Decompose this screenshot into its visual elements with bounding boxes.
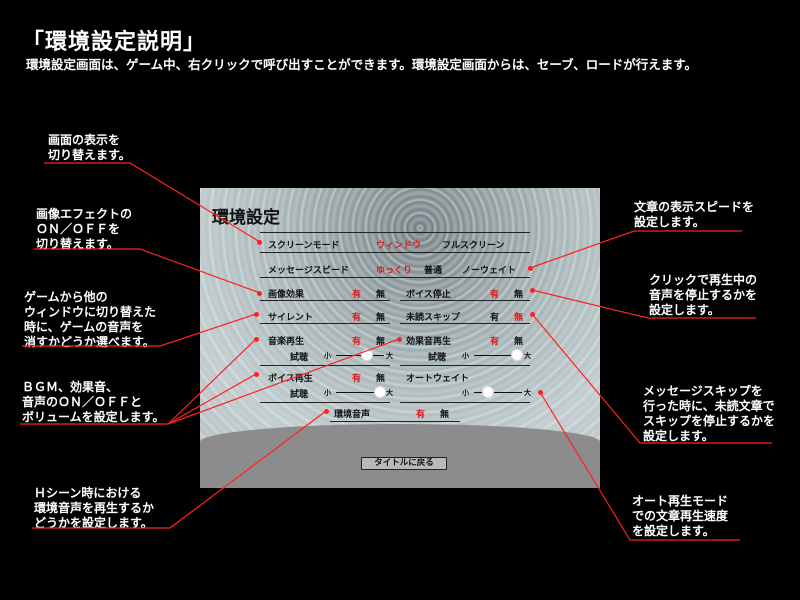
- unread-skip-on[interactable]: 有: [490, 313, 500, 323]
- auto-wait-label: オートウェイト: [406, 374, 470, 384]
- voice-stop-off[interactable]: 無: [514, 290, 524, 300]
- screen-mode-label: スクリーンモード: [268, 241, 340, 251]
- se-volume-slider[interactable]: [474, 355, 522, 356]
- config-title: 環境設定: [212, 208, 280, 228]
- music-label: 音楽再生: [268, 337, 305, 347]
- music-off[interactable]: 無: [376, 337, 386, 347]
- callout-dot: [324, 409, 329, 414]
- silent-off[interactable]: 無: [376, 313, 386, 323]
- page-subtitle: 環境設定画面は、ゲーム中、右クリックで呼び出すことができます。環境設定画面からは…: [26, 57, 698, 72]
- note-h-scene: Ｈシーン時における 環境音声を再生するか どうかを設定します。: [34, 486, 155, 530]
- note-voice-stop: クリックで再生中の 音声を停止するかを 設定します。: [649, 273, 758, 317]
- voice-vol-large: 大: [386, 388, 393, 397]
- ambient-label: 環境音声: [334, 410, 371, 420]
- speed-nowait-option[interactable]: ノーウェイト: [462, 266, 517, 276]
- note-bgm: ＢＧＭ、効果音、 音声のＯＮ／ＯＦＦと ボリュームを設定します。: [22, 380, 165, 424]
- note-screen-mode: 画面の表示を 切り替えます。: [48, 133, 131, 162]
- callout-dot: [254, 312, 259, 317]
- msg-speed-label: メッセージスピード: [268, 266, 349, 276]
- se-label: 効果音再生: [406, 337, 452, 347]
- note-silent: ゲームから他の ウィンドウに切り替えた 時に、ゲームの音声を 消すかどうか選べま…: [24, 290, 157, 349]
- se-on[interactable]: 有: [490, 337, 500, 347]
- back-to-title-button[interactable]: タイトルに戻る: [361, 457, 447, 470]
- ambient-on[interactable]: 有: [416, 410, 426, 420]
- voice-play-label: ボイス再生: [268, 374, 313, 384]
- callout-dot: [397, 337, 402, 342]
- se-vol-small: 小: [462, 351, 469, 360]
- ambient-off[interactable]: 無: [440, 410, 450, 420]
- note-image-effect: 画像エフェクトの ＯＮ／ＯＦＦを 切り替えます。: [36, 207, 133, 251]
- auto-wait-knob[interactable]: [482, 386, 494, 398]
- voice-play-off[interactable]: 無: [376, 374, 386, 384]
- music-vol-small: 小: [324, 351, 331, 360]
- callout-dot: [538, 390, 543, 395]
- auto-wait-slider[interactable]: [474, 392, 522, 393]
- callout-dot: [254, 337, 259, 342]
- music-volume-knob[interactable]: [361, 349, 373, 361]
- voice-vol-small: 小: [324, 388, 331, 397]
- callout-dot: [254, 372, 259, 377]
- unread-skip-off[interactable]: 無: [514, 313, 524, 323]
- page-title: 「環境設定説明」: [22, 30, 207, 55]
- silent-on[interactable]: 有: [352, 313, 362, 323]
- image-effect-on[interactable]: 有: [352, 290, 362, 300]
- config-screen-footer: [200, 424, 600, 488]
- autowait-small: 小: [462, 388, 469, 397]
- voice-volume-knob[interactable]: [374, 386, 386, 398]
- music-on[interactable]: 有: [352, 337, 362, 347]
- music-test-button[interactable]: 試聴: [290, 353, 309, 363]
- note-auto-wait: オート再生モード での文章再生速度 を設定します。: [632, 494, 729, 538]
- autowait-large: 大: [524, 388, 531, 397]
- voice-stop-on[interactable]: 有: [490, 290, 500, 300]
- speed-slow-option[interactable]: ゆっくり: [376, 266, 413, 276]
- voice-play-on[interactable]: 有: [352, 374, 362, 384]
- music-vol-large: 大: [386, 351, 393, 360]
- note-text-speed: 文章の表示スピードを 設定します。: [634, 200, 755, 229]
- callout-dot: [530, 288, 535, 293]
- speed-normal-option[interactable]: 普通: [424, 266, 443, 276]
- se-off[interactable]: 無: [514, 337, 524, 347]
- voice-test-button[interactable]: 試聴: [290, 390, 309, 400]
- silent-label: サイレント: [268, 313, 314, 323]
- unread-skip-label: 未読スキップ: [406, 313, 461, 323]
- callout-dot: [530, 312, 535, 317]
- callout-dot: [528, 266, 533, 271]
- callout-dot: [257, 240, 262, 245]
- image-effect-off[interactable]: 無: [376, 290, 386, 300]
- note-skip: メッセージスキップを 行った時に、未読文章で スキップを停止するかを 設定します…: [643, 384, 776, 443]
- window-mode-option[interactable]: ウィンドウ: [376, 241, 422, 251]
- callout-dot: [257, 291, 262, 296]
- se-volume-knob[interactable]: [511, 349, 523, 361]
- voice-stop-label: ボイス停止: [406, 290, 451, 300]
- se-test-button[interactable]: 試聴: [428, 353, 447, 363]
- se-vol-large: 大: [524, 351, 531, 360]
- image-effect-label: 画像効果: [268, 290, 305, 300]
- fullscreen-option[interactable]: フルスクリーン: [442, 241, 505, 251]
- music-volume-slider[interactable]: [336, 355, 384, 356]
